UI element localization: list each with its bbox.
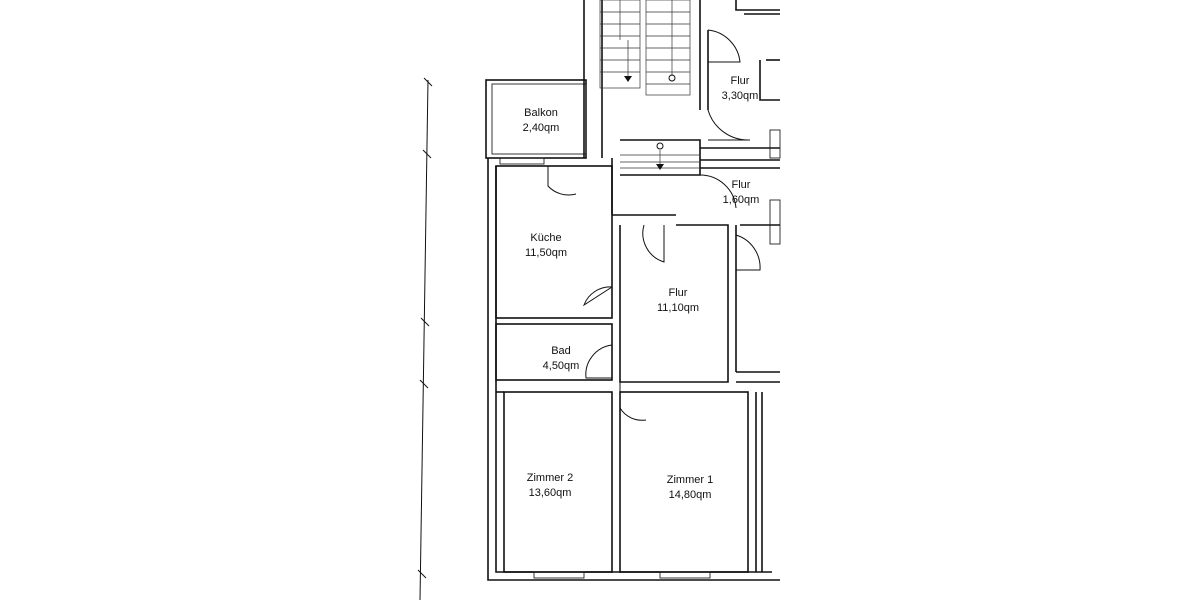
staircase xyxy=(599,0,700,170)
room-name: Zimmer 2 xyxy=(527,472,573,484)
room-name: Zimmer 1 xyxy=(667,474,713,486)
room-label-bad: Bad 4,50qm xyxy=(543,345,580,372)
room-name: Flur xyxy=(731,75,750,87)
room-label-flur-top: Flur 3,30qm xyxy=(722,75,759,102)
room-area: 2,40qm xyxy=(523,122,560,134)
walls xyxy=(485,0,781,581)
room-label-flur-mid: Flur 1,60qm xyxy=(723,179,760,206)
room-area: 11,50qm xyxy=(525,247,567,259)
room-area: 11,10qm xyxy=(657,302,699,314)
room-area: 1,60qm xyxy=(723,194,760,206)
doors xyxy=(547,29,761,421)
room-label-kueche: Küche 11,50qm xyxy=(525,232,567,259)
room-area: 13,60qm xyxy=(529,487,572,499)
room-area: 4,50qm xyxy=(543,360,580,372)
room-name: Küche xyxy=(530,232,561,244)
room-label-zimmer2: Zimmer 2 13,60qm xyxy=(527,472,573,499)
room-area: 14,80qm xyxy=(669,489,712,501)
room-name: Flur xyxy=(669,287,688,299)
room-label-flur-main: Flur 11,10qm xyxy=(657,287,699,314)
room-label-zimmer1: Zimmer 1 14,80qm xyxy=(667,474,713,501)
room-name: Bad xyxy=(551,345,571,357)
room-name: Balkon xyxy=(524,107,558,119)
room-name: Flur xyxy=(732,179,751,191)
room-area: 3,30qm xyxy=(722,90,759,102)
room-label-balkon: Balkon 2,40qm xyxy=(523,107,560,134)
dimension-line xyxy=(417,77,433,600)
